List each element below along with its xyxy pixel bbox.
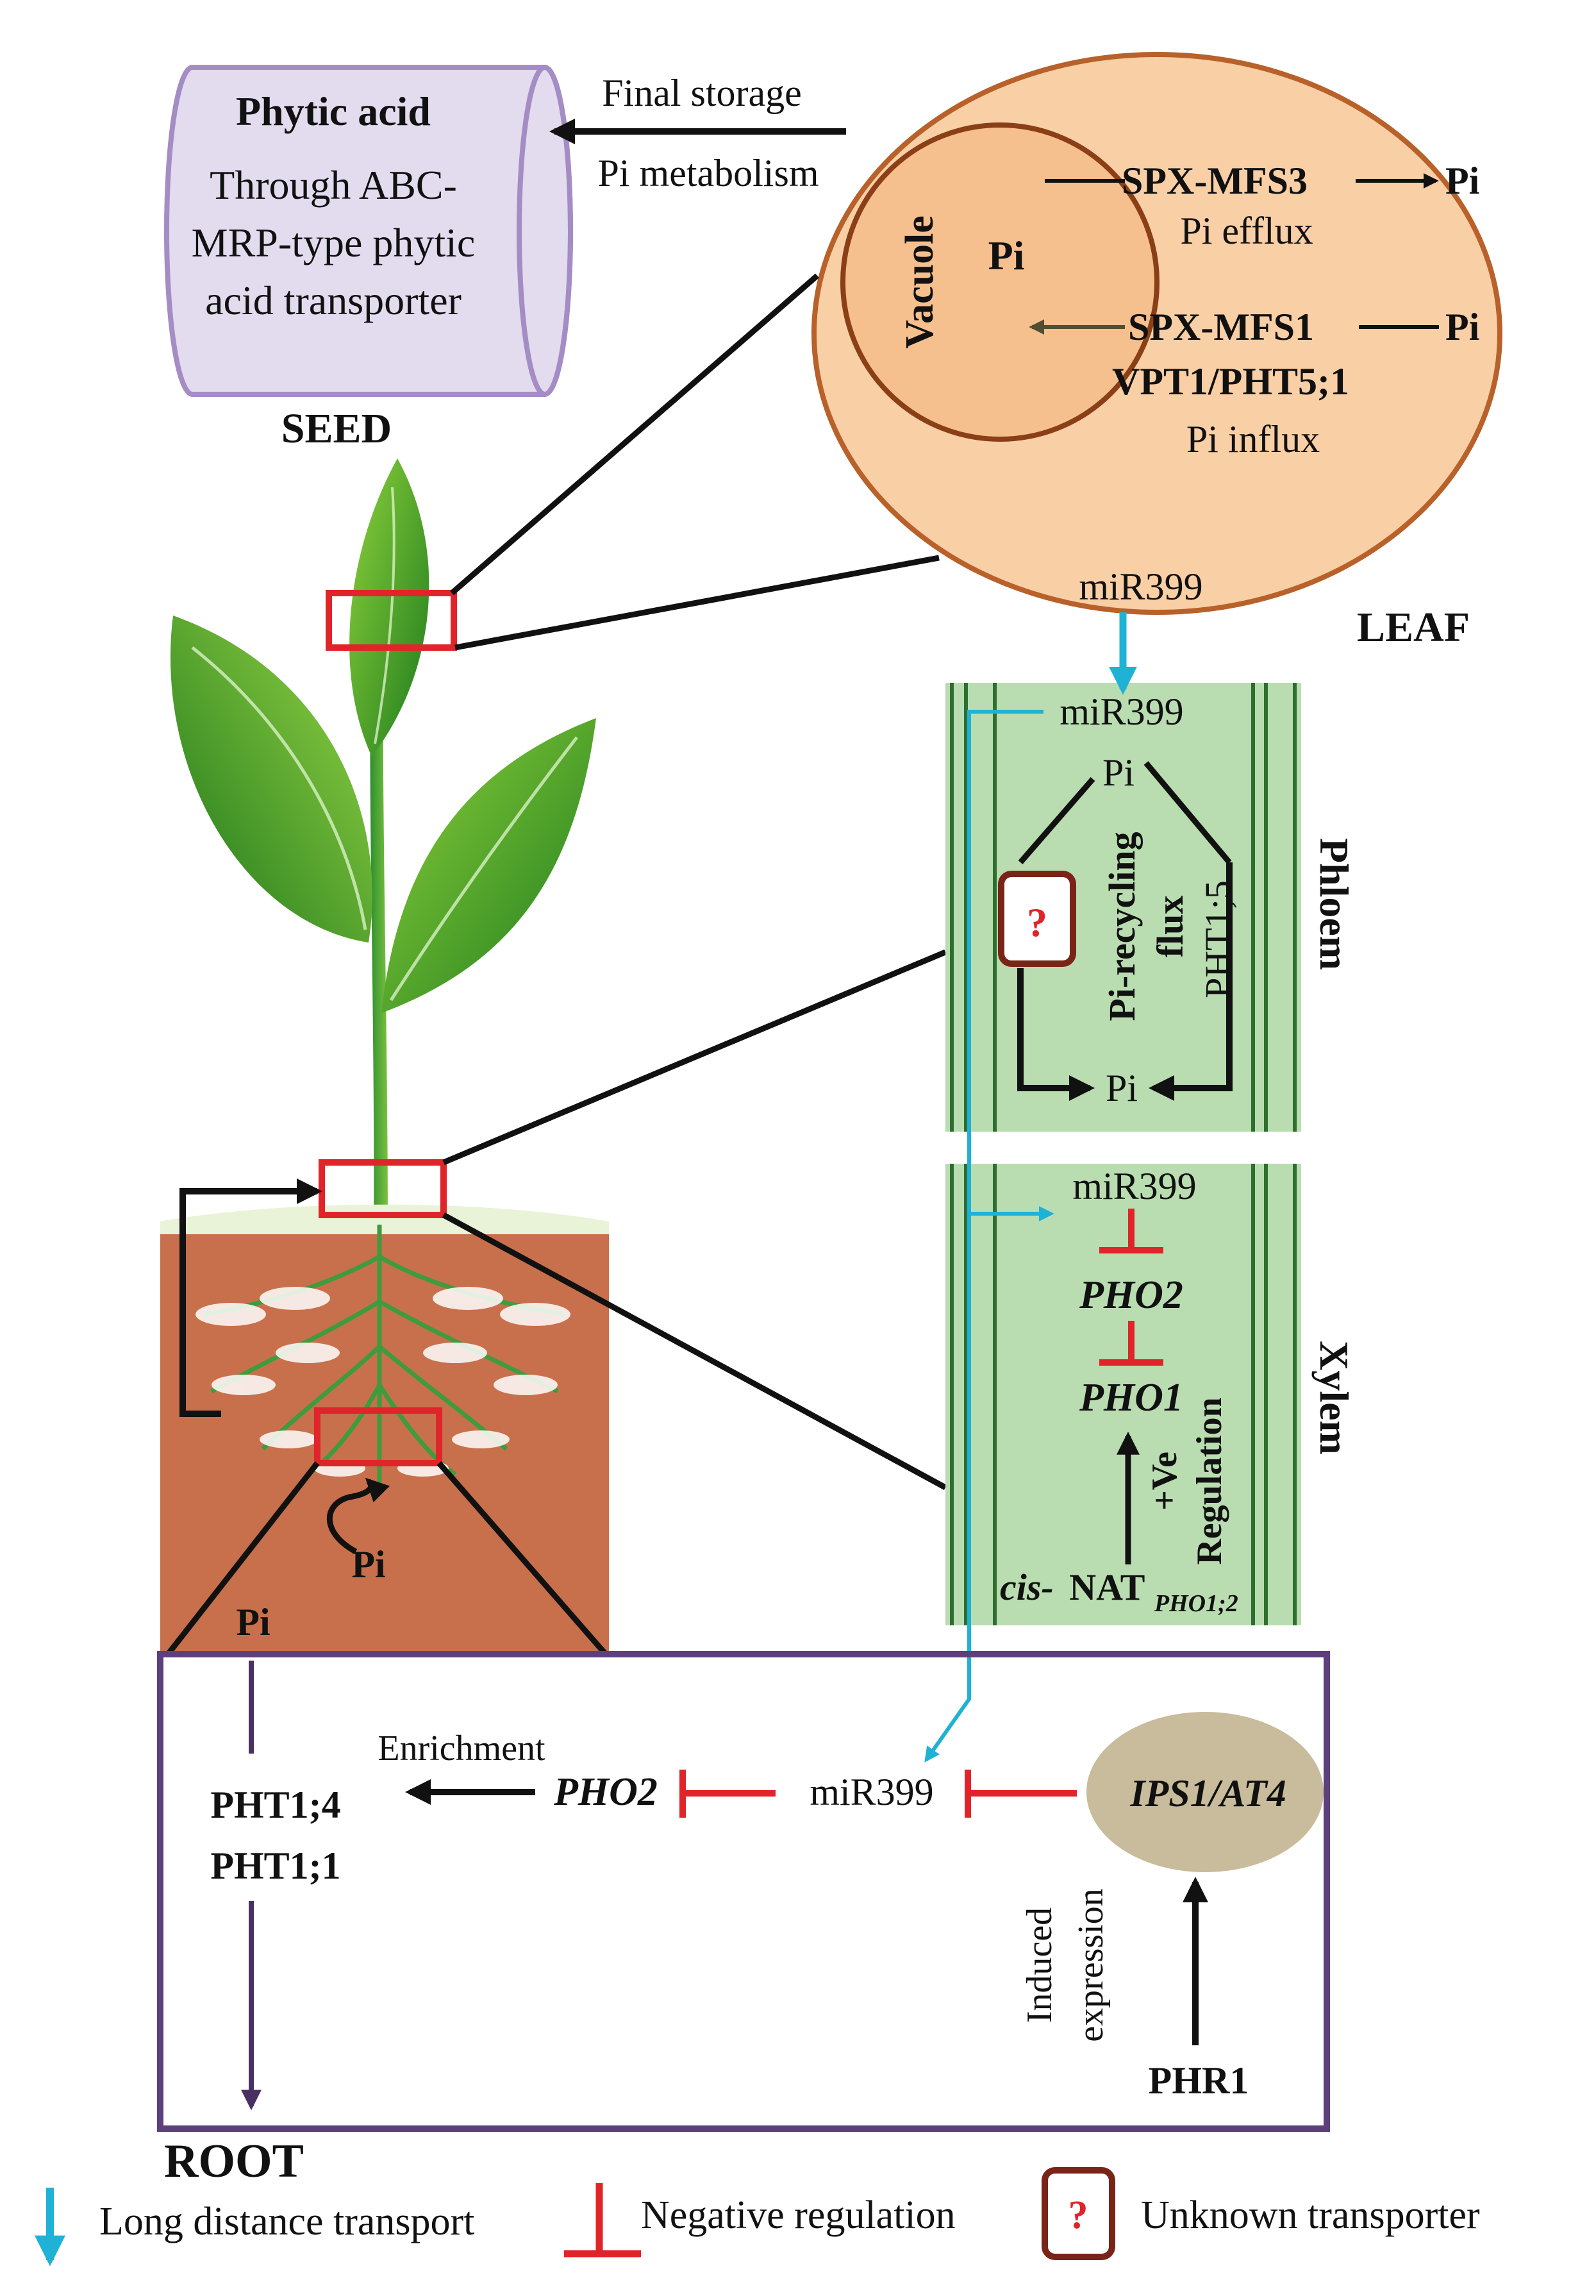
xylem-body — [945, 1164, 1301, 1625]
uptake-loop-arrow — [179, 1178, 322, 1417]
seed-line2: MRP-type phytic — [192, 220, 476, 265]
seed-line1: Through ABC- — [210, 162, 457, 208]
leaf-highlight-box — [326, 590, 457, 651]
efflux-pi: Pi — [1445, 160, 1479, 202]
induced-label-2: expression — [1071, 1888, 1111, 2042]
zoom-connectors — [165, 273, 947, 1656]
unknown-transporter-mark: ? — [1027, 900, 1047, 945]
ips1-ellipse — [1086, 1712, 1324, 1872]
top-leaf-vein — [374, 487, 395, 744]
seed-cylinder-cap — [517, 65, 573, 397]
legend-unknown-box — [1042, 2167, 1115, 2260]
root-box — [157, 1651, 1330, 2132]
phloem-label: Phloem — [1311, 838, 1357, 970]
influx-pi: Pi — [1445, 306, 1479, 348]
pi-uptake-curl-arrow — [326, 1477, 390, 1554]
soil — [160, 1221, 609, 1651]
xylem-panel: miR399 PHO2 PHO1 +Ve Regulation cis- NAT… — [945, 1164, 1357, 1625]
phr1-label: PHR1 — [1149, 2059, 1249, 2102]
root-panel: PHT1;4 PHT1;1 Enrichment PHO2 miR399 IPS… — [157, 1651, 1330, 2188]
leaf-mir399: miR399 — [1079, 566, 1202, 608]
nat-label: NAT — [1069, 1566, 1145, 1608]
cis-nat-label: cis- NAT PHO1;2 — [1000, 1566, 1238, 1617]
right-leaf — [381, 718, 596, 1013]
leaf-label: LEAF — [1357, 604, 1470, 651]
phloem-mir399: miR399 — [1060, 691, 1183, 733]
leaf-cell: Vacuole Pi SPX-MFS3 Pi Pi efflux SPX-MFS… — [811, 52, 1502, 651]
pi-efflux-label: Pi efflux — [1180, 210, 1313, 252]
phloem-pi-bottom: Pi — [1106, 1067, 1138, 1109]
vacuole-label: Vacuole — [898, 215, 942, 349]
unknown-path-arrow — [1017, 968, 1095, 1101]
pht15-path-arrow — [1149, 862, 1233, 1101]
pht15-label: PHT1;5 — [1197, 880, 1239, 998]
soil-surface — [160, 1204, 609, 1234]
phloem-panel: miR399 Pi ? Pi Pi-recycling flux PHT1;5 … — [945, 683, 1357, 1132]
final-storage-label: Final storage — [602, 72, 802, 114]
legend: Long distance transport Negative regulat… — [34, 2167, 1480, 2267]
phloem-pi-top: Pi — [1102, 751, 1135, 794]
stem — [370, 667, 388, 1231]
ips1-label: IPS1/AT4 — [1129, 1772, 1286, 1814]
cis-prefix: cis- — [1000, 1566, 1054, 1608]
legend-negative: Negative regulation — [641, 2193, 956, 2237]
mir399-long-distance-line — [924, 710, 1043, 1763]
root-highlight-box — [314, 1407, 442, 1466]
recycling-label-2: flux — [1149, 896, 1191, 958]
pht14-label: PHT1;4 — [210, 1784, 340, 1826]
right-leaf-vein — [389, 736, 578, 1001]
plant-illustration: Pi Pi — [160, 458, 609, 1651]
soil-pi-1: Pi — [351, 1543, 385, 1586]
unknown-transporter-box — [998, 871, 1076, 967]
soil-pi-2: Pi — [236, 1601, 270, 1643]
legend-unknown-mark: ? — [1068, 2193, 1088, 2237]
left-leaf-vein — [191, 646, 367, 930]
root-pho2: PHO2 — [553, 1770, 658, 1814]
recycling-label-1: Pi-recycling — [1101, 832, 1143, 1021]
seed-title: Phytic acid — [236, 88, 431, 134]
vacuole — [840, 122, 1160, 442]
legend-unknown: Unknown transporter — [1141, 2193, 1480, 2237]
seed-storage: Phytic acid Through ABC- MRP-type phytic… — [164, 65, 573, 452]
xylem-pho2: PHO2 — [1079, 1273, 1183, 1317]
xylem-mir399: miR399 — [1072, 1165, 1196, 1207]
seed-label: SEED — [281, 405, 392, 452]
pi-metabolism-label: Pi metabolism — [598, 152, 819, 194]
regulation-label: Regulation — [1190, 1397, 1229, 1564]
vpt1-label: VPT1/PHT5;1 — [1112, 360, 1349, 403]
spx-mfs1-label: SPX-MFS1 — [1128, 306, 1314, 348]
left-leaf — [170, 616, 372, 943]
root-label: ROOT — [164, 2135, 304, 2188]
root-hairs — [195, 1287, 570, 1477]
top-leaf — [349, 458, 429, 757]
pht11-label: PHT1;1 — [210, 1845, 340, 1887]
xylem-pho1: PHO1 — [1079, 1376, 1183, 1420]
induced-label-1: Induced — [1020, 1907, 1060, 2023]
spx-mfs3-label: SPX-MFS3 — [1122, 160, 1308, 202]
pi-influx-label: Pi influx — [1186, 418, 1320, 460]
root-mir399: miR399 — [810, 1771, 933, 1813]
positive-ve-label: +Ve — [1145, 1452, 1185, 1511]
seed-line3: acid transporter — [205, 278, 461, 323]
legend-long-distance: Long distance transport — [99, 2200, 474, 2243]
vacuole-pi: Pi — [988, 233, 1025, 278]
nat-subscript: PHO1;2 — [1154, 1590, 1238, 1617]
enrichment-label: Enrichment — [378, 1729, 545, 1768]
xylem-label: Xylem — [1311, 1341, 1357, 1455]
